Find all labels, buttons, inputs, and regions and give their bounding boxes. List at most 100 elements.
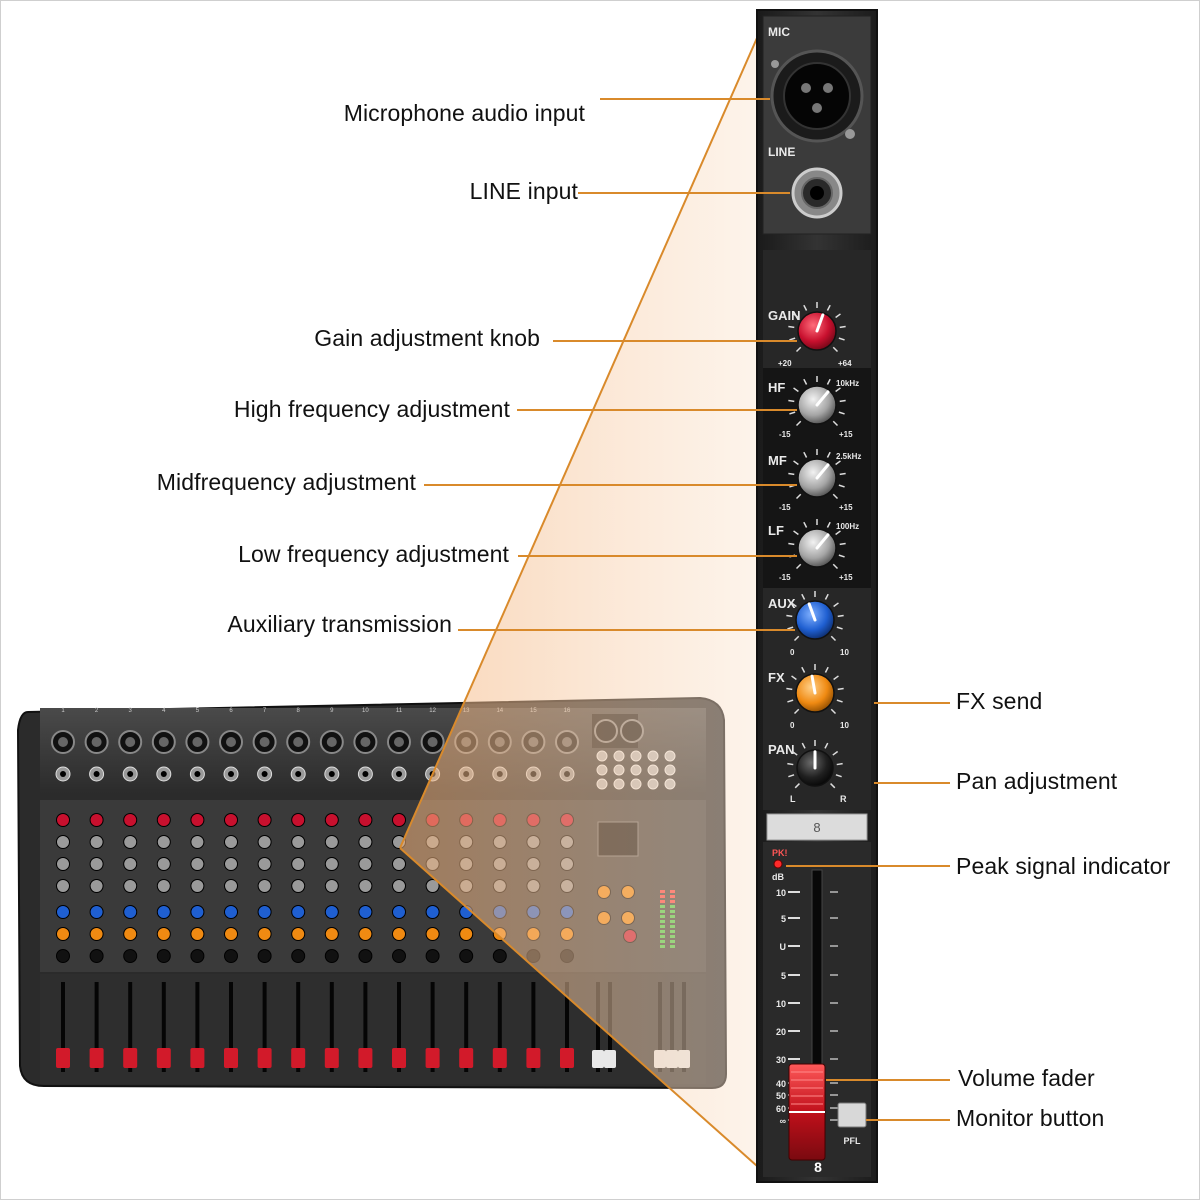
mixer-knob-icon [190, 927, 205, 941]
mixer-knob-icon [257, 949, 272, 963]
mixer-fader-cap-icon [56, 1048, 70, 1068]
mic-label: MIC [768, 25, 790, 39]
mixer-knob-icon [190, 835, 205, 849]
mixer-fader-cap-icon [560, 1048, 574, 1068]
mixer-knob-icon [224, 879, 238, 893]
mixer-knob-icon [89, 835, 104, 849]
xlr-pin [801, 83, 811, 93]
mixer-channel-number: 9 [330, 708, 334, 714]
pfl-label: PFL [844, 1136, 862, 1146]
mixer-channel-number: 1 [61, 708, 65, 714]
mixer-fader-cap-icon [324, 1048, 339, 1068]
fx-label: FX [768, 670, 785, 685]
fader-scale-label: ∞ [780, 1116, 787, 1126]
fader-scale-label: 50 [776, 1091, 786, 1101]
knob-tick [839, 325, 846, 329]
mixer-fader-slot [161, 982, 166, 1072]
knob-pointer [810, 674, 817, 695]
mixer-fader-cap-icon [425, 1048, 440, 1068]
knob-tick [801, 593, 806, 600]
mixer-knob-icon [123, 879, 138, 893]
mixer-knob-icon [358, 813, 373, 827]
mixer-knob-icon [324, 857, 339, 871]
mixer-xlr-pins [394, 737, 404, 747]
mixer-knob-icon [190, 949, 205, 963]
knob-tick [832, 493, 839, 500]
mf-freq: 2.5kHz [836, 452, 861, 461]
knob-tick [795, 420, 802, 427]
mixer-knob-icon [89, 927, 104, 941]
mixer-knob-icon [392, 949, 406, 963]
mixer-master-fader-cap-icon [604, 1050, 616, 1068]
db-label: dB [772, 872, 784, 882]
callout-label: LINE input [469, 178, 578, 204]
mixer-xlr-pins [427, 737, 438, 747]
knob-tick [838, 484, 845, 488]
mixer-knob-icon [358, 949, 373, 963]
mixer-jack-hole [93, 771, 100, 777]
knob-tick [832, 420, 839, 427]
mixer-jack-hole [328, 771, 335, 777]
zoom-wedge [400, 38, 757, 1166]
xlr-pin [823, 83, 833, 93]
knob-tick [837, 614, 844, 618]
knob-tick [833, 675, 839, 681]
knob-tick [795, 346, 802, 353]
mixer-knob-icon [358, 905, 373, 919]
mixer-jack-hole [160, 771, 167, 777]
xlr-socket-inner [783, 62, 851, 130]
knob-tick [830, 783, 836, 789]
knob-pointer [807, 602, 817, 622]
hf-max: +15 [839, 430, 853, 439]
knob-tick [793, 387, 799, 393]
callout-label: Midfrequency adjustment [156, 469, 416, 495]
mixer-knob-icon [358, 927, 373, 941]
knob-tick [788, 399, 795, 403]
knob-tick [824, 742, 829, 749]
mixer-jack-hole [60, 771, 66, 777]
knob-tick [789, 337, 796, 341]
mixer-knob-icon [56, 835, 70, 849]
mixer-knob-icon [56, 813, 70, 827]
jack-socket-hole [810, 186, 824, 200]
mixer-channel-number: 4 [162, 708, 166, 714]
mixer-knob-icon [358, 857, 373, 871]
hf-label: HF [768, 380, 785, 395]
mixer-master-fader-slot [596, 982, 600, 1072]
knob-tick [838, 337, 845, 341]
mixer-knob-icon [425, 879, 440, 893]
screw [771, 60, 779, 68]
mixer-knob-icon [156, 927, 171, 941]
knob-tick [803, 521, 808, 528]
knob-tick [803, 378, 808, 385]
mixer-knob-icon [156, 879, 171, 893]
mixer-knob-icon [291, 927, 306, 941]
mixer-jack-hole [261, 771, 268, 777]
knob-tick [791, 750, 798, 756]
fader-scale-label: U [780, 942, 787, 952]
mixer-fader-cap-icon [224, 1048, 238, 1068]
mixer-xlr-pins [91, 737, 102, 747]
mixer-fader-cap-icon [358, 1048, 373, 1068]
callout-label: Monitor button [956, 1105, 1105, 1131]
mixer-fader-cap-icon [392, 1048, 406, 1068]
mixer-channel-number: 3 [129, 708, 133, 714]
mixer-fader-cap-icon [291, 1048, 306, 1068]
knob-tick [794, 783, 800, 789]
mixer-knob-icon [257, 879, 272, 893]
mixer-xlr-pins [125, 737, 136, 747]
callout-label: High frequency adjustment [233, 396, 510, 422]
knob-pointer [815, 533, 830, 550]
gain-label: GAIN [768, 308, 801, 323]
aux-min: 0 [790, 648, 795, 657]
mixer-knob-icon [123, 835, 138, 849]
knob-tick [835, 774, 842, 778]
pan-label: PAN [768, 742, 794, 757]
mixer-knob-icon [89, 905, 104, 919]
zoom-edge-bottom [399, 847, 758, 1167]
mixer-knob-icon [257, 905, 272, 919]
mixer-knob-icon [224, 949, 238, 963]
mixer-knob-icon [156, 835, 171, 849]
knob-pointer [815, 390, 830, 407]
mixer-jack-hole [396, 771, 402, 777]
